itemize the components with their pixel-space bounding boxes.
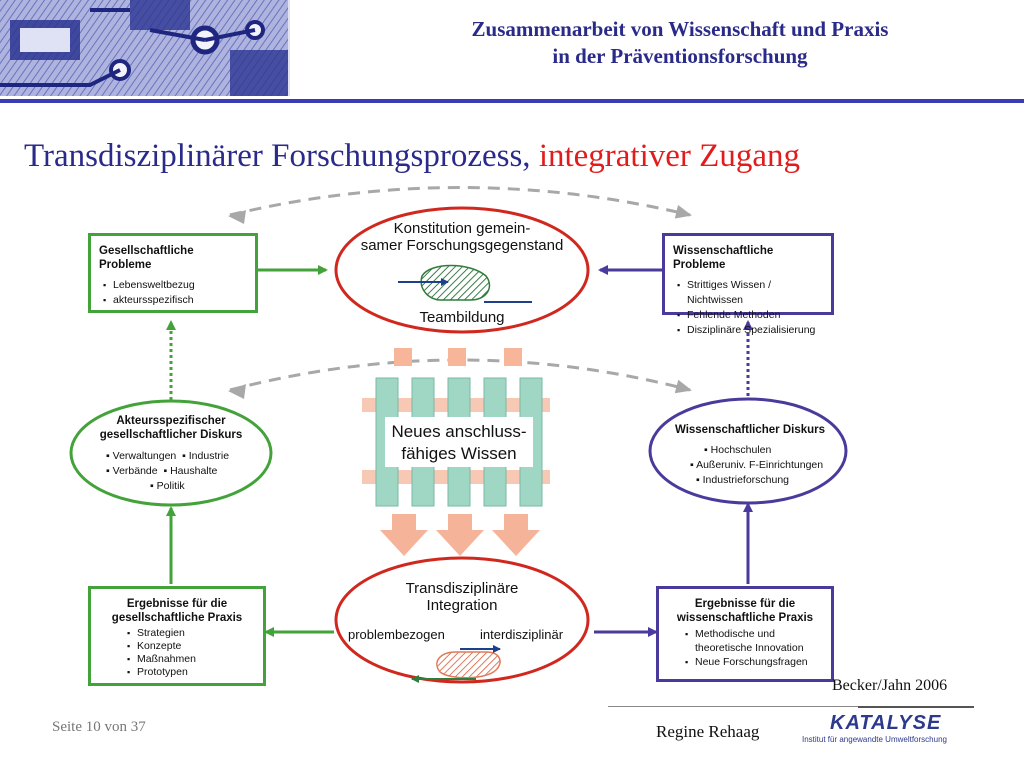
- list-item: Politik: [156, 480, 185, 492]
- header-circuit-image: [0, 0, 290, 96]
- societal-discourse-items: ▪ Verwaltungen ▪ Industrie ▪ Verbände ▪ …: [106, 450, 230, 492]
- integration-line-2: Integration: [426, 597, 498, 614]
- integration-right-label: interdisziplinär: [480, 627, 564, 642]
- constitution-label: Konstitution gemein- samer Forschungsgeg…: [346, 220, 578, 254]
- list-item: Außeruniv. F-Einrichtungen: [696, 459, 824, 471]
- integration-hatched-shape: [436, 651, 501, 679]
- header-line-2: in der Präventionsforschung: [552, 44, 808, 68]
- dashed-arc-middle: [229, 358, 692, 394]
- box-societal-results-title-2: gesellschaftliche Praxis: [111, 612, 243, 624]
- header-title: Zusammenarbeit von Wissenschaft und Prax…: [360, 16, 1000, 70]
- author-name: Regine Rehaag: [656, 722, 760, 741]
- box-scientific-results-title-1: Ergebnisse für die: [694, 598, 796, 610]
- list-item: Verwaltungen: [112, 450, 177, 462]
- box-scientific-problems-title: Wissenschaftliche Probleme: [673, 245, 774, 271]
- team-building-label: Teambildung: [419, 309, 505, 326]
- ellipse-soc-discourse: [69, 399, 273, 507]
- societal-discourse-title: Akteursspezifischer gesellschaftlicher D…: [80, 414, 262, 442]
- list-item: Prototypen: [127, 666, 255, 679]
- societal-discourse-line-2: gesellschaftlicher Diskurs: [99, 429, 243, 441]
- page-number: Seite 10 von 37: [52, 719, 146, 735]
- katalyse-logo: KATALYSE: [830, 712, 942, 734]
- list-item: Lebensweltbezug: [103, 278, 247, 293]
- new-knowledge-label: Neues anschluss- fähiges Wissen: [385, 417, 533, 467]
- box-societal-results: Ergebnisse für die gesellschaftliche Pra…: [88, 586, 266, 686]
- slide-title: Transdisziplinärer Forschungsprozess, in…: [24, 138, 800, 175]
- integration-left-label: problembezogen: [348, 627, 445, 642]
- list-item: Fehlende Methoden: [677, 308, 823, 323]
- scientific-discourse-items: ▪ Hochschulen ▪ Außeruniv. F-Einrichtung…: [690, 444, 824, 486]
- box-societal-problems-title: Gesellschaftliche Probleme: [99, 245, 194, 271]
- box-scientific-results: Ergebnisse für die wissenschaftliche Pra…: [656, 586, 834, 682]
- list-item: Industrieforschung: [702, 474, 790, 486]
- new-knowledge-line-1: Neues anschluss-: [391, 422, 527, 441]
- list-item: Hochschulen: [710, 444, 772, 456]
- box-scientific-problems: Wissenschaftliche Probleme Strittiges Wi…: [662, 233, 834, 338]
- header-line-1: Zusammenarbeit von Wissenschaft und Prax…: [471, 17, 889, 41]
- constitution-hatched-shape: [420, 264, 491, 301]
- list-item: Verbände: [112, 465, 158, 477]
- list-item: Methodische und: [685, 627, 823, 641]
- ellipse-integration: [334, 556, 590, 684]
- list-item: Haushalte: [170, 465, 218, 477]
- integration-label: Transdisziplinäre Integration: [380, 580, 544, 614]
- down-arrows: [380, 514, 540, 556]
- list-item: Industrie: [188, 450, 230, 462]
- header-rule: [0, 99, 1024, 103]
- list-item: Neue Forschungsfragen: [685, 655, 823, 669]
- box-societal-results-title: Ergebnisse für die gesellschaftliche Pra…: [99, 597, 255, 625]
- list-item: Maßnahmen: [127, 653, 255, 666]
- new-knowledge-line-2: fähiges Wissen: [401, 444, 517, 463]
- constitution-line-2: samer Forschungsgegenstand: [360, 237, 564, 254]
- box-scientific-results-title-2: wissenschaftliche Praxis: [676, 612, 814, 624]
- list-item: Konzepte: [127, 640, 255, 653]
- list-item: Disziplinäre Spezialisierung: [677, 323, 823, 338]
- knowledge-squares: [394, 348, 522, 366]
- footer-rule: [608, 706, 974, 707]
- list-item: Strategien: [127, 627, 255, 640]
- footer-rule-accent: [858, 706, 974, 708]
- slide-title-accent: integrativer Zugang: [538, 138, 800, 174]
- list-item: akteursspezifisch: [103, 293, 247, 308]
- katalyse-logo-subtitle: Institut für angewandte Umweltforschung: [802, 735, 947, 744]
- box-societal-results-title-1: Ergebnisse für die: [126, 598, 228, 610]
- integration-line-1: Transdisziplinäre: [405, 580, 519, 597]
- ellipse-sci-discourse: [648, 397, 848, 505]
- citation: Becker/Jahn 2006: [832, 677, 948, 694]
- list-item: Strittiges Wissen / Nichtwissen: [677, 278, 823, 308]
- box-scientific-results-title: Ergebnisse für die wissenschaftliche Pra…: [667, 597, 823, 625]
- dashed-arc-top: [229, 186, 692, 219]
- constitution-line-1: Konstitution gemein-: [393, 220, 531, 237]
- slide-title-main: Transdisziplinärer Forschungsprozess,: [24, 138, 531, 174]
- scientific-discourse-title: Wissenschaftlicher Diskurs: [674, 424, 826, 436]
- box-societal-problems: Gesellschaftliche Probleme Lebensweltbez…: [88, 233, 258, 313]
- list-item: theoretische Innovation: [695, 642, 804, 654]
- societal-discourse-line-1: Akteursspezifischer: [116, 415, 226, 427]
